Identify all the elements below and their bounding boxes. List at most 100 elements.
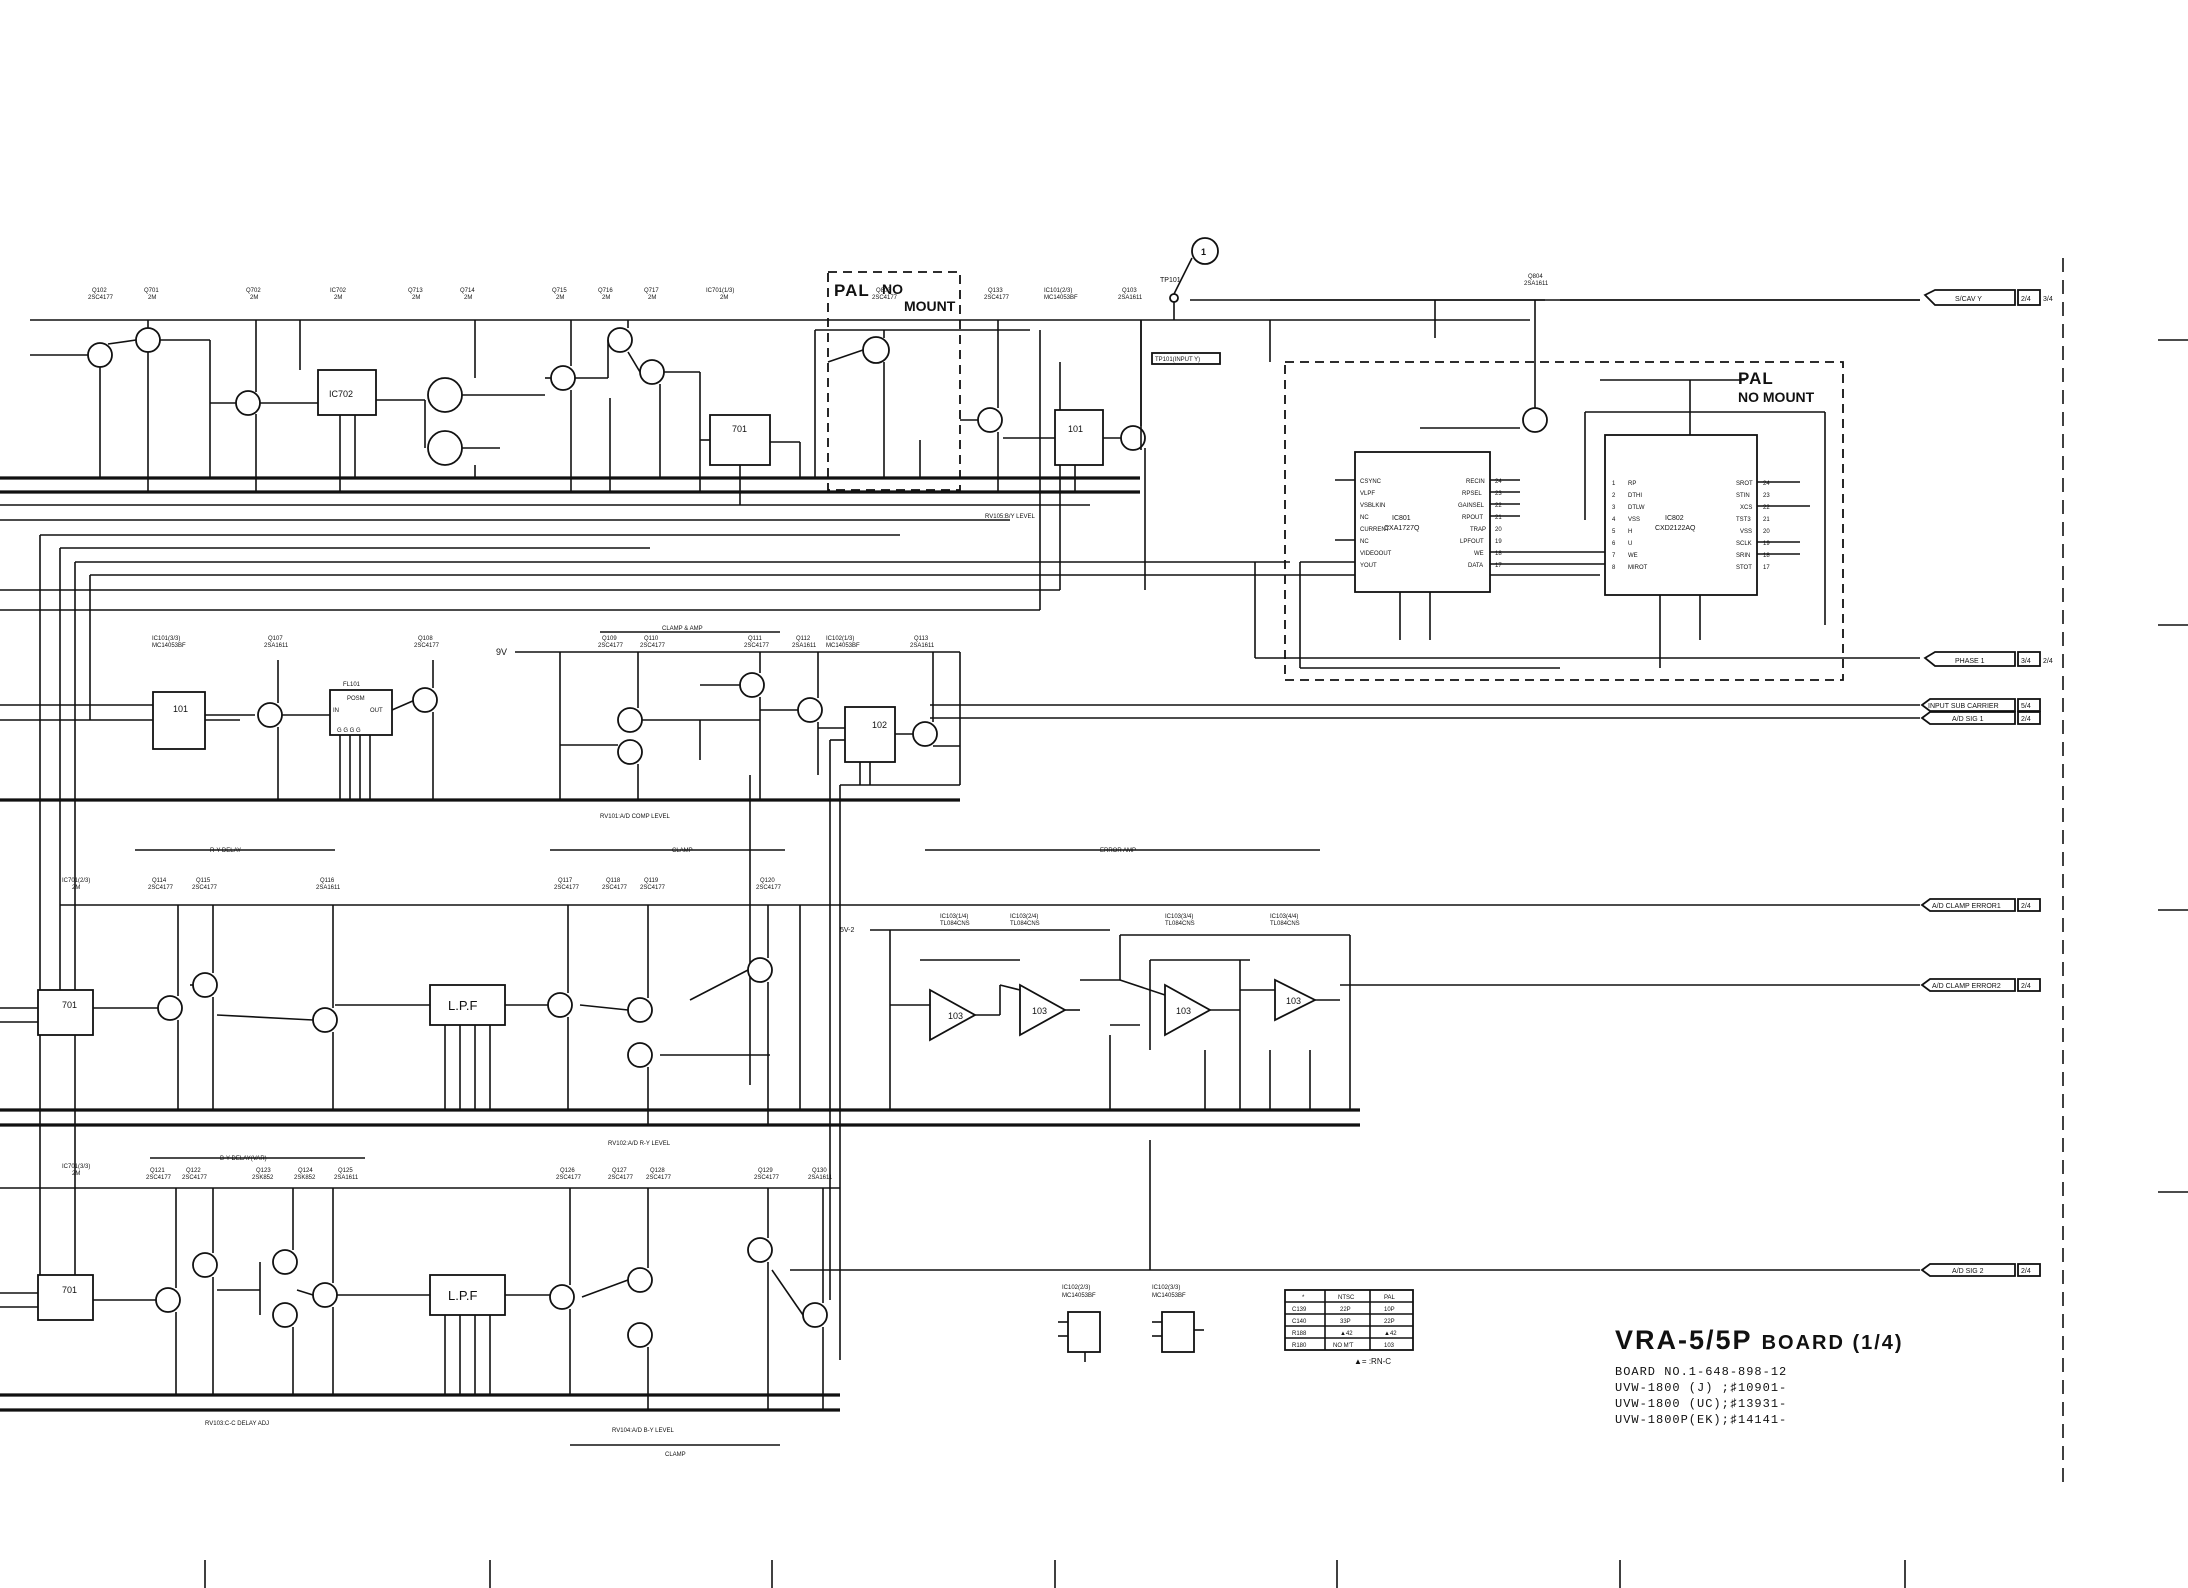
svg-text:MC14053BF: MC14053BF [1062, 1293, 1096, 1299]
svg-text:H: H [1628, 529, 1632, 535]
title-block: VRA-5/5P BOARD (1/4) BOARD NO.1-648-898-… [1615, 1325, 2135, 1428]
part-labels-by: IC701(3/3) 2M Q121 2SC4177 Q122 2SC4177 … [62, 1164, 833, 1181]
svg-text:23: 23 [1495, 491, 1502, 497]
svg-text:MC14053BF: MC14053BF [1152, 1293, 1186, 1299]
svg-text:2SA1611: 2SA1611 [1524, 281, 1549, 287]
svg-text:24: 24 [1495, 479, 1502, 485]
svg-text:IC102(2/3): IC102(2/3) [1062, 1285, 1090, 1291]
board-title-suffix: BOARD (1/4) [1761, 1332, 1904, 1354]
svg-text:Q702: Q702 [246, 288, 261, 294]
svg-text:Q121: Q121 [150, 1168, 165, 1174]
svg-text:2SA1611: 2SA1611 [808, 1175, 833, 1181]
svg-text:SRIN: SRIN [1736, 553, 1750, 559]
svg-text:VSS: VSS [1740, 529, 1752, 535]
svg-text:8: 8 [1612, 565, 1616, 571]
svg-text:TL084CNS: TL084CNS [1270, 921, 1300, 927]
svg-text:DATA: DATA [1468, 563, 1483, 569]
svg-text:2/4: 2/4 [2021, 1268, 2031, 1275]
svg-text:RECIN: RECIN [1466, 479, 1485, 485]
fl101-in: IN [333, 708, 339, 714]
svg-text:Q108: Q108 [418, 636, 433, 642]
ntsc-pal-table: * NTSC PAL C139 22P 10P C140 33P 22P R18… [1284, 1289, 1414, 1351]
svg-text:Q125: Q125 [338, 1168, 353, 1174]
svg-text:DTLW: DTLW [1628, 505, 1645, 511]
output-input-sub-carrier: INPUT SUB CARRIER [1928, 703, 1999, 710]
svg-text:17: 17 [1495, 563, 1502, 569]
svg-text:VSBLKIN: VSBLKIN [1360, 503, 1385, 509]
svg-text:MIROT: MIROT [1628, 565, 1648, 571]
svg-text:20: 20 [1495, 527, 1502, 533]
fl102-label: L.P.F [448, 998, 477, 1013]
svg-text:2SA1611: 2SA1611 [316, 885, 341, 891]
svg-text:Q701: Q701 [144, 288, 159, 294]
svg-text:YOUT: YOUT [1360, 563, 1377, 569]
part-labels-middle: IC101(3/3) MC14053BF Q107 2SA1611 Q108 2… [152, 636, 935, 649]
output-connectors: S/CAV Y 2/4 3/4 PHASE 1 3/4 2/4 INPUT SU… [1920, 289, 2053, 1277]
board-title-line: VRA-5/5P BOARD (1/4) [1615, 1325, 2135, 1356]
tp-sublabel: TP101(INPUT Y) [1155, 357, 1200, 363]
pal-block2-line1: PAL [1738, 369, 1774, 388]
svg-text:2SC4177: 2SC4177 [598, 643, 624, 649]
svg-text:IC103(2/4): IC103(2/4) [1010, 914, 1038, 920]
svg-text:2SA1611: 2SA1611 [1118, 295, 1143, 301]
section-error-amp: ERROR AMP [1100, 848, 1136, 854]
ic101-label: 101 [1068, 424, 1083, 434]
section-clamp1: CLAMP [672, 848, 693, 854]
svg-text:17: 17 [1763, 565, 1770, 571]
svg-text:2SA1611: 2SA1611 [792, 643, 817, 649]
part-labels-ry: IC701(2/3) 2M Q114 2SC4177 Q115 2SC4177 … [62, 878, 1300, 927]
svg-text:Q119: Q119 [644, 878, 659, 884]
svg-text:22: 22 [1495, 503, 1502, 509]
svg-text:SCLK: SCLK [1736, 541, 1752, 547]
svg-text:2SC4177: 2SC4177 [192, 885, 218, 891]
svg-text:R188: R188 [1292, 1331, 1307, 1337]
svg-text:Q103: Q103 [1122, 288, 1137, 294]
section-ry-delay: R-Y DELAY [210, 848, 241, 854]
svg-text:Q129: Q129 [758, 1168, 773, 1174]
svg-text:NTSC: NTSC [1338, 1295, 1355, 1301]
svg-text:19: 19 [1763, 541, 1770, 547]
svg-text:1: 1 [1612, 481, 1616, 487]
ic801-ref: IC801 [1392, 515, 1411, 522]
svg-text:IC103(1/4): IC103(1/4) [940, 914, 968, 920]
svg-text:TRAP: TRAP [1470, 527, 1486, 533]
svg-text:7: 7 [1612, 553, 1616, 559]
svg-text:2SC4177: 2SC4177 [182, 1175, 208, 1181]
tp-number: 1 [1201, 247, 1206, 257]
svg-text:Q107: Q107 [268, 636, 283, 642]
svg-text:Q118: Q118 [606, 878, 621, 884]
supply-5v-2: 5V-2 [840, 927, 855, 934]
svg-text:2SC4177: 2SC4177 [754, 1175, 780, 1181]
svg-text:MC14053BF: MC14053BF [152, 643, 186, 649]
small-ic-blocks: IC102(2/3) MC14053BF IC102(3/3) MC14053B… [1058, 1285, 1204, 1362]
svg-text:22P: 22P [1384, 1319, 1395, 1325]
svg-text:18: 18 [1763, 553, 1770, 559]
supply-9v: 9V [496, 647, 507, 657]
svg-text:2SC4177: 2SC4177 [756, 885, 782, 891]
adj-rv102: RV102:A/D R-Y LEVEL [608, 1141, 671, 1147]
svg-text:Q803: Q803 [876, 288, 891, 294]
svg-text:2SK852: 2SK852 [294, 1175, 316, 1181]
adj-rv101: RV101:A/D COMP LEVEL [600, 814, 670, 820]
ic801-right-pins: RECIN RPSEL GAINSEL RPOUT TRAP LPFOUT WE… [1458, 479, 1502, 569]
board-number: BOARD NO.1-648-898-12 [1615, 1365, 1788, 1379]
ic701-2-label: 701 [62, 1000, 77, 1010]
svg-text:IC103(3/4): IC103(3/4) [1165, 914, 1193, 920]
svg-text:Q133: Q133 [988, 288, 1003, 294]
top-section: IC702 701 PAL [0, 237, 1920, 1290]
svg-text:IC701(3/3): IC701(3/3) [62, 1164, 90, 1170]
ic702-label: IC702 [329, 389, 353, 399]
svg-text:19: 19 [1495, 539, 1502, 545]
svg-text:IC701(1/3): IC701(1/3) [706, 288, 734, 294]
output-phase-1: PHASE 1 [1955, 658, 1985, 665]
output-ad-sig-1: A/D SIG 1 [1952, 716, 1984, 723]
svg-text:20: 20 [1763, 529, 1770, 535]
svg-text:SROT: SROT [1736, 481, 1753, 487]
svg-text:2SC4177: 2SC4177 [554, 885, 580, 891]
ic103-2-label: 103 [1032, 1006, 1047, 1016]
svg-text:21: 21 [1495, 515, 1502, 521]
output-ad-sig-2: A/D SIG 2 [1952, 1268, 1984, 1275]
adj-rv103: RV103:C-C DELAY ADJ [205, 1421, 269, 1427]
svg-text:2M: 2M [602, 295, 610, 301]
